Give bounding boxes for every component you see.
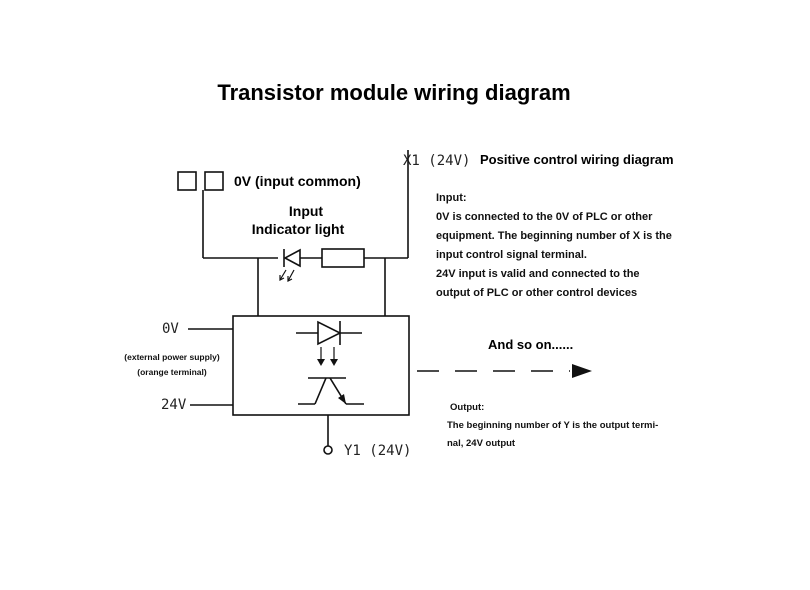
input-circuit <box>202 150 409 316</box>
output-notes: Output: The beginning number of Y is the… <box>447 402 658 449</box>
supply-24v-label: 24V <box>161 397 187 413</box>
input-note-line: 24V input is valid and connected to the <box>436 268 640 280</box>
input-note-line: equipment. The beginning number of X is … <box>436 230 672 242</box>
indicator-label-line1: Input <box>289 203 324 219</box>
terminal-block-right <box>204 171 224 191</box>
input-note-line: input control signal terminal. <box>436 249 587 261</box>
positive-control-heading: Positive control wiring diagram <box>480 152 674 167</box>
indicator-label-line2: Indicator light <box>252 221 345 237</box>
terminal-block-left <box>177 171 197 191</box>
y1-label: Y1 (24V) <box>344 443 411 459</box>
supply-desc-line1: (external power supply) <box>124 352 220 362</box>
diagram-title: Transistor module wiring diagram <box>217 80 570 105</box>
input-note-line: output of PLC or other control devices <box>436 287 637 299</box>
input-note-line: Input: <box>436 192 467 204</box>
and-so-on-label: And so on...... <box>488 337 573 352</box>
input-common-label: 0V (input common) <box>234 173 361 189</box>
input-note-line: 0V is connected to the 0V of PLC or othe… <box>436 211 653 223</box>
continuation-arrow-icon <box>417 364 592 378</box>
supply-desc-line2: (orange terminal) <box>137 367 207 377</box>
supply-0v-label: 0V <box>162 321 179 337</box>
resistor-icon <box>321 248 365 268</box>
output-note-line: nal, 24V output <box>447 438 516 449</box>
output-note-line: The beginning number of Y is the output … <box>447 420 658 431</box>
y1-terminal-icon <box>323 445 333 455</box>
transistor-module-box <box>232 315 410 416</box>
output-note-line: Output: <box>450 402 484 413</box>
optocoupler-led-icon <box>296 320 362 366</box>
indicator-led-icon <box>279 248 301 282</box>
x1-label: X1 (24V) <box>403 153 470 169</box>
input-notes: Input: 0V is connected to the 0V of PLC … <box>436 192 672 299</box>
phototransistor-icon <box>298 377 364 405</box>
